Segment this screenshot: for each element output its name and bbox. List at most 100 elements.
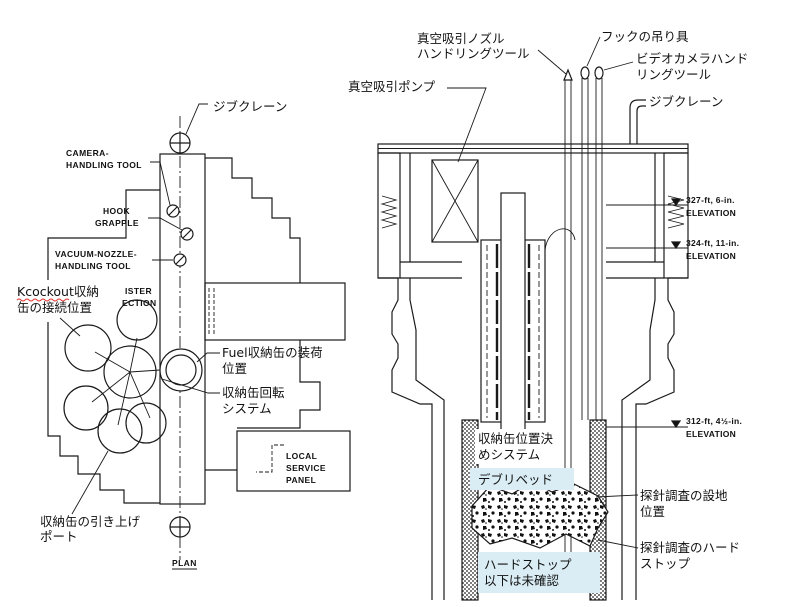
elevation-view-labels: 真空吸引ノズル ハンドリングツール フックの吊り具 ビデオカメラハンド リングツ… [348, 29, 748, 588]
right-vessel-wall-outer [635, 277, 688, 600]
camera-tool-label-line2: HANDLING TOOL [66, 160, 142, 170]
video-camera-label-line1: ビデオカメラハンド [636, 51, 748, 66]
vacuum-pump-label: 真空吸引ポンプ [348, 79, 436, 94]
debris-bed-label-box [470, 468, 574, 490]
elevation-324-label: ELEVATION [686, 251, 736, 261]
vacuum-tool-label-line2: HANDLING TOOL [55, 261, 131, 271]
hook-grapple-leader-elev [586, 36, 601, 67]
left-ledge [400, 261, 462, 279]
right-upper-column [663, 152, 689, 279]
unverified-label-line2: 以下は未確認 [484, 573, 560, 588]
lift-port-leader [71, 450, 109, 515]
hook-grapple-label-line1: HOOK [103, 206, 131, 216]
jib-crane-leader [185, 103, 208, 135]
debris-bed-label: デブリベッド [478, 472, 553, 487]
cavity-outline-upper-right [205, 157, 301, 283]
hook-grapple-label-elev: フックの吊り具 [601, 29, 689, 44]
lift-port-label-line1: 収納缶の引き上げ [40, 514, 141, 529]
elevation-327-height: 327-ft, 6-in. [686, 195, 735, 205]
probe-hard-stop-leader [597, 539, 639, 549]
cavity-outline-lower-left [47, 322, 160, 504]
canister-position-upper [116, 299, 158, 341]
hook-grapple-shaft [581, 78, 589, 420]
service-panel-label-line3: PANEL [286, 475, 316, 485]
jib-crane-mast-inner [636, 105, 646, 146]
rotation-arms [91, 337, 161, 426]
probe-hard-stop-label-line2: ストップ [640, 556, 691, 571]
vacuum-tool-label-line1: VACUUM-NOZZLE- [55, 249, 137, 259]
plan-jib-crane-label: ジブクレーン [213, 99, 287, 114]
fuel-canister-segments [495, 244, 531, 420]
fuel-loading-label-line2: 位置 [222, 361, 247, 376]
cavity-outline-lower-right [237, 340, 321, 429]
vacuum-nozzle-leader [537, 49, 567, 75]
service-panel-label-line1: LOCAL [286, 451, 317, 461]
jib-crane-mast-outer [629, 99, 646, 146]
unverified-label-line1: ハードストップ [484, 557, 572, 572]
elevation-marker-312 [670, 420, 682, 429]
jib-crane-pivot-top-cross [170, 133, 190, 153]
service-panel-label-line2: SERVICE [286, 463, 326, 473]
jib-crane-pivot-bottom-cross [170, 517, 190, 537]
partial-label-line2: ECTION [122, 298, 157, 308]
rotation-hub [103, 345, 157, 399]
knockout-label-line1: Kcockout収納 [17, 284, 99, 299]
video-camera-tool-tip [594, 66, 604, 80]
canister-position-left [63, 385, 109, 431]
vacuum-pump-leader [447, 87, 487, 163]
lift-port-label-line2: ポート [40, 529, 78, 544]
elevation-jib-crane-label: ジブクレーン [649, 94, 723, 109]
plan-view-title: PLAN [172, 558, 197, 568]
vacuum-nozzle-label-line2: ハンドリングツール [417, 46, 530, 61]
fuel-canister [500, 192, 526, 434]
plan-view-labels: ジブクレーン CAMERA- HANDLING TOOL HOOK GRAPPL… [16, 99, 326, 568]
plan-view [47, 103, 351, 570]
fuel-loading-leader [196, 352, 220, 363]
left-spring [380, 195, 398, 229]
unverified-label-box [478, 552, 600, 593]
video-camera-leader [603, 61, 634, 71]
rotation-leader [161, 378, 220, 394]
hook-grapple-marker-slash [182, 229, 192, 239]
cavity-outline-upper-left [47, 189, 160, 280]
rotation-label-line1: 収納缶回転 [222, 385, 285, 400]
hook-grapple-label-line2: GRAPPLE [95, 218, 139, 228]
knockout-leader [59, 317, 81, 337]
elevation-312-height: 312-ft, 4½-in. [686, 416, 742, 426]
probe-location-leader [595, 494, 639, 498]
hook-grapple-tip [580, 66, 590, 80]
probe-location-label-line2: 位置 [640, 504, 665, 519]
canister-lift-port [97, 408, 143, 454]
elevation-312-label: ELEVATION [686, 429, 736, 439]
positioning-label-background [475, 429, 563, 464]
positioning-system-dashed [486, 245, 540, 418]
left-vessel-wall-outer [378, 277, 433, 600]
hook-grapple-leader [148, 217, 183, 231]
elevation-marker-327 [670, 198, 682, 207]
camera-tool-leader [150, 161, 171, 206]
video-camera-label-line2: リングツール [636, 67, 711, 82]
vacuum-nozzle-label-line1: 真空吸引ノズル [417, 31, 505, 46]
positioning-label-line2: めシステム [478, 447, 540, 462]
camera-tool-marker-slash [168, 206, 178, 216]
vacuum-nozzle-tool-tip [563, 68, 573, 81]
elevation-327-label: ELEVATION [686, 208, 736, 218]
fuel-loading-label-line1: Fuel収納缶の装荷 [222, 345, 323, 360]
local-service-panel [236, 430, 351, 492]
elevation-324-height: 324-ft, 11-in. [686, 238, 739, 248]
camera-tool-label-line1: CAMERA- [66, 148, 109, 158]
transfer-canal-section [204, 282, 346, 341]
rotation-label-line2: システム [222, 401, 272, 416]
video-camera-tool-shaft [595, 78, 603, 480]
knockout-canister-position [64, 324, 112, 372]
bridge-structure [159, 153, 206, 505]
partial-label-line1: ISTER [125, 286, 152, 296]
local-service-panel-dashed [256, 444, 284, 473]
transfer-canal-dashed-edge [208, 288, 215, 336]
left-vessel-wall-inner [409, 278, 445, 600]
right-vessel-wall-inner [621, 278, 656, 600]
left-upper-column [377, 152, 401, 279]
probe-hard-stop-label-line1: 探針調査のハード [640, 540, 740, 555]
debris-bed [471, 481, 609, 549]
